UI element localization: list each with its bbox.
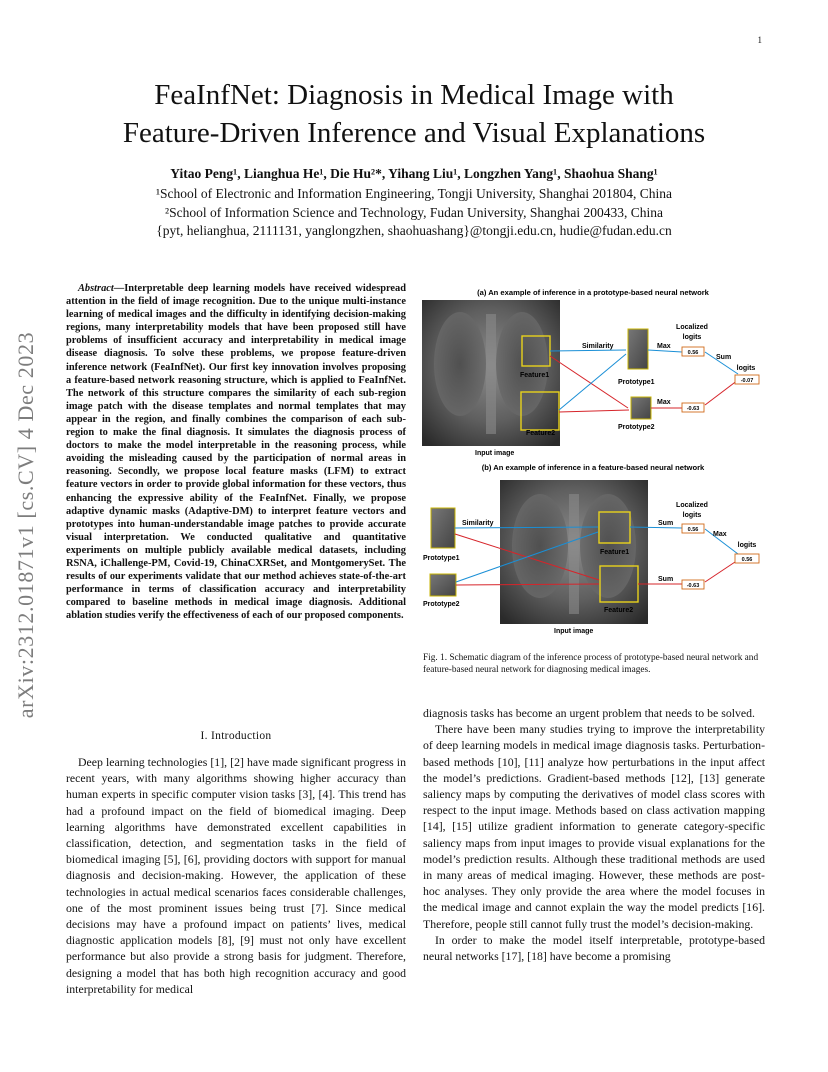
panel-a-input-label: Input image [475, 450, 514, 457]
panel-a-final-logit-value: -0.07 [741, 378, 754, 384]
author-list: Yitao Peng¹, Lianghua He¹, Die Hu²*, Yih… [170, 166, 658, 181]
panel-a-prototype2-label: Prototype2 [618, 424, 655, 431]
arxiv-id: arXiv:2312.01871v1 [cs.CV] 4 Dec 2023 [13, 331, 38, 719]
panel-a-prototype1-image [627, 328, 649, 370]
arxiv-watermark: arXiv:2312.01871v1 [cs.CV] 4 Dec 2023 [4, 290, 48, 760]
panel-a-arrows [549, 349, 739, 413]
panel-a-logit-box-2 [681, 402, 705, 413]
panel-b-arrows [454, 526, 739, 586]
figure-1-diagram: (a) An example of inference in a prototy… [422, 288, 760, 635]
paper-title: FeaInfNet: Diagnosis in Medical Image wi… [60, 76, 768, 152]
abstract-label: Abstract [78, 283, 114, 294]
panel-b-input-label: Input image [554, 628, 593, 635]
panel-a-similarity-label: Similarity [582, 343, 614, 350]
affiliation-1: ¹School of Electronic and Information En… [155, 186, 672, 201]
panel-a-final-logit-box [734, 374, 760, 385]
panel-a-title: (a) An example of inference in a prototy… [477, 288, 710, 297]
title-line-1: FeaInfNet: Diagnosis in Medical Image wi… [154, 79, 674, 111]
affiliation-2: ²School of Information Science and Techn… [165, 205, 663, 220]
panel-a-xray [422, 300, 560, 446]
panel-b-sum1-label: Sum [658, 520, 673, 527]
abstract: Abstract—Interpretable deep learning mod… [66, 282, 406, 622]
abstract-text: —Interpretable deep learning models have… [66, 283, 406, 622]
panel-b-logits-label: logits [738, 542, 757, 549]
panel-b-localized-logits-label: logits [683, 512, 702, 519]
panel-b-title: (b) An example of inference in a feature… [482, 463, 705, 472]
title-line-2: Feature-Driven Inference and Visual Expl… [122, 117, 706, 149]
right-column-text: diagnosis tasks has become an urgent pro… [423, 705, 765, 964]
panel-a-max2-label: Max [657, 399, 671, 406]
panel-b-logit-value-1: 0.56 [688, 527, 699, 533]
panel-a-feature2-box [520, 391, 560, 431]
panel-a-feature2-label: Feature2 [526, 430, 555, 437]
panel-b-prototype1-image [430, 507, 456, 549]
panel-a-feature1-label: Feature1 [520, 372, 549, 379]
panel-b-sum2-label: Sum [658, 576, 673, 583]
panel-b-logit-box-1 [681, 523, 705, 534]
panel-b-feature1-label: Feature1 [600, 549, 629, 556]
panel-a-prototype2-image [630, 396, 652, 420]
panel-a-logit-box-1 [681, 346, 705, 357]
panel-b-prototype1-label: Prototype1 [423, 555, 460, 562]
section-heading-introduction: I. Introduction [200, 730, 272, 742]
figure-1: (a) An example of inference in a prototy… [420, 284, 766, 638]
panel-a-logit-value-2: -0.63 [687, 406, 700, 412]
panel-b-xray [500, 480, 648, 624]
intro-paragraph-1-continued: diagnosis tasks has become an urgent pro… [423, 706, 755, 720]
left-column-text: Deep learning technologies [1], [2] have… [66, 754, 406, 997]
panel-b-feature2-label: Feature2 [604, 607, 633, 614]
panel-a-logit-value-1: 0.56 [688, 350, 699, 356]
panel-b-final-logit-value: 0.56 [742, 557, 753, 563]
figure-caption: Fig. 1. Schematic diagram of the inferen… [423, 653, 759, 675]
panel-a-localized-logits-label: logits [683, 334, 702, 341]
panel-a-logits-label: logits [737, 365, 756, 372]
panel-b-logit-value-2: -0.63 [687, 583, 700, 589]
panel-b-localized-label: Localized [676, 502, 708, 509]
panel-b-prototype2-label: Prototype2 [423, 601, 460, 608]
panel-a-sum-label: Sum [716, 354, 731, 361]
panel-b-max-label: Max [713, 531, 727, 538]
panel-a-max1-label: Max [657, 343, 671, 350]
page-number: 1 [757, 35, 763, 45]
intro-paragraph-3: In order to make the model itself interp… [423, 932, 765, 964]
intro-paragraph-1: Deep learning technologies [1], [2] have… [66, 755, 406, 996]
panel-a-prototype1-label: Prototype1 [618, 379, 655, 386]
panel-b-similarity-label: Similarity [462, 520, 494, 527]
panel-a-localized-label: Localized [676, 324, 708, 331]
intro-paragraph-2: There have been many studies trying to i… [423, 722, 765, 931]
author-emails: {pyt, helianghua, 2111131, yanglongzhen,… [156, 223, 672, 238]
panel-b-prototype2-image [429, 573, 457, 597]
panel-b-logit-box-2 [681, 579, 705, 590]
panel-b-final-logit-box [734, 553, 760, 564]
